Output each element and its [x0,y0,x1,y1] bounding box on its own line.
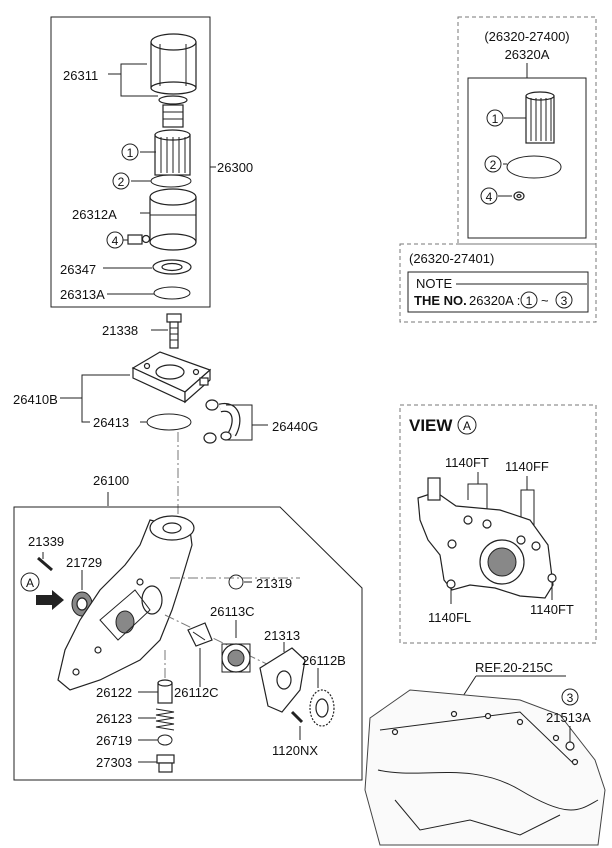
circled-1-callout: 1 [121,143,139,161]
inner-rotor-26112C [187,622,213,647]
oil-pump-body [57,515,195,691]
pan-circled-3: 3 [561,688,579,706]
label-27303: 27303 [96,755,132,770]
circled-2-callout: 2 [112,172,130,190]
oil-pump-group-box [13,506,363,781]
view-a-marker: A [20,572,64,610]
kit-circled-2: 2 [484,155,502,173]
svg-text:3: 3 [567,691,574,705]
note-circled-1: 1 [520,291,538,309]
label-26112C: 26112C [174,685,219,700]
label-26312A: 26312A [72,207,117,222]
label-1140FF: 1140FF [505,459,549,474]
oil-filter-canister [150,33,197,128]
gear-26112B [309,689,335,727]
relief-plunger-26122 [157,679,173,704]
o-ring-26413 [146,413,192,431]
label-26123: 26123 [96,711,132,726]
note-dashed-box [399,243,597,323]
drain-plug-21513A [565,741,575,751]
note-tilde: ~ [541,293,549,308]
view-a-dashed-box [399,404,597,644]
label-21729: 21729 [66,555,102,570]
view-title: VIEW [409,416,453,435]
svg-text:A: A [26,576,34,590]
svg-text:4: 4 [486,190,493,204]
svg-text:2: 2 [490,158,497,172]
o-ring-21319 [228,574,244,590]
svg-text:4: 4 [112,234,119,248]
filter-element [154,129,191,176]
pin-1120NX [290,710,304,724]
label-21313: 21313 [264,628,300,643]
outer-rotor-26113C [221,643,251,673]
note-prefix: THE NO. [414,293,467,308]
svg-text:1: 1 [492,112,499,126]
hose-26440G [203,399,241,444]
kit-code: (26320-27400) [484,29,569,44]
drain-plug [127,234,151,245]
label-26410B: 26410B [13,392,58,407]
plug-27303 [156,754,175,773]
kit-filter-element [525,91,555,144]
svg-text:1: 1 [127,146,134,160]
label-26719: 26719 [96,733,132,748]
svg-text:A: A [463,419,471,433]
note-part: 26320A : [469,293,520,308]
kit-o-ring [506,155,562,179]
label-26311: 26311 [63,68,98,83]
circled-4-callout: 4 [106,231,124,249]
oil-filter-group-box [50,16,211,308]
label-26112B: 26112B [302,653,346,668]
view-a-pump-body [417,477,557,599]
label-21513A: 21513A [546,710,591,725]
svg-text:1: 1 [526,294,533,308]
oil-cooler-26410B [131,351,212,404]
kit-inner-box [467,77,587,239]
bolt-21338 [166,313,182,349]
label-26440G: 26440G [272,419,318,434]
kit-circled-4: 4 [480,187,498,205]
svg-text:2: 2 [118,175,125,189]
pump-cover-21313 [259,647,306,713]
filter-o-ring [150,174,192,188]
kit-circled-1: 1 [486,109,504,127]
kit-washer [513,191,525,201]
gasket-26719 [157,734,173,746]
spring-26123 [155,708,175,731]
label-26113C: 26113C [210,604,255,619]
label-1120NX: 1120NX [272,743,318,758]
note-code: (26320-27401) [409,251,494,266]
note-circled-3: 3 [555,291,573,309]
label-26100: 26100 [93,473,129,488]
pin-21339: 21339 [28,534,64,572]
kit-part-number: 26320A [505,47,550,62]
ref-label: REF.20-215C [475,660,553,675]
label-1140FT-top: 1140FT [445,455,489,470]
label-1140FL: 1140FL [428,610,471,625]
note-label: NOTE [416,276,452,291]
label-21338: 21338 [102,323,138,338]
label-26300: 26300 [217,160,253,175]
view-circled-a: A [457,415,477,435]
label-26347: 26347 [60,262,96,277]
note-inner-box [407,271,589,313]
label-21339: 21339 [28,534,64,549]
label-26122: 26122 [96,685,132,700]
label-26413: 26413 [93,415,129,430]
oil-pan [364,689,606,846]
washer-26347 [152,259,192,275]
label-1140FT-bottom: 1140FT [530,602,574,617]
label-21319: 21319 [256,576,292,591]
svg-text:3: 3 [561,294,568,308]
label-26313A: 26313A [60,287,105,302]
filter-housing-cap [149,188,197,251]
o-ring-26313A [153,286,191,300]
